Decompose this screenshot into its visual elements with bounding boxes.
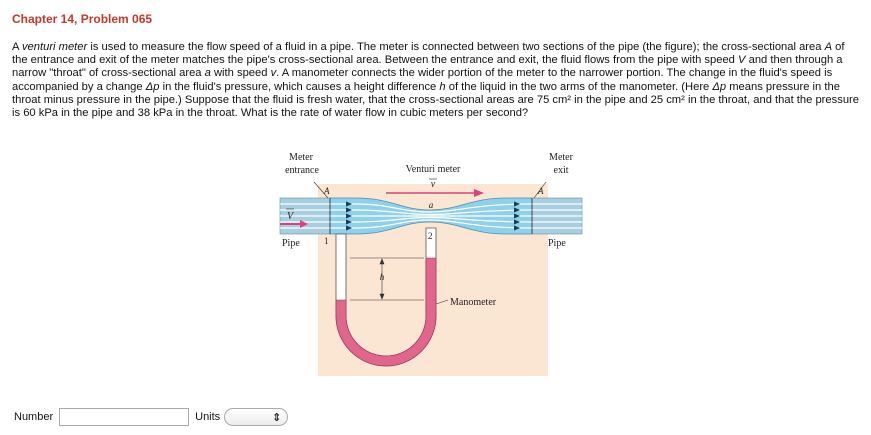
select-arrows-icon: ⇕ (271, 411, 282, 424)
answer-row: Number Units ⇕ (14, 407, 289, 427)
point-1-label: 1 (324, 236, 329, 246)
pipe-right-label: Pipe (548, 238, 566, 249)
area-a-right-pointer (533, 181, 547, 199)
manometer (335, 227, 437, 367)
area-A-left-label: A (323, 186, 330, 196)
units-select[interactable]: ⇕ (224, 408, 289, 426)
area-A-right-label: A (537, 186, 544, 196)
pipe-left-label: Pipe (282, 238, 300, 249)
meter-exit-label-1: Meter (549, 152, 574, 163)
venturi-diagram: Meter entrance Venturi meter Meter exit … (279, 152, 583, 376)
speed-v-label: v (431, 179, 436, 190)
area-a-left-pointer (313, 181, 329, 199)
point-2-label: 2 (428, 231, 433, 241)
venturi-figure: Meter entrance Venturi meter Meter exit … (276, 148, 586, 380)
flow-arrows (346, 201, 520, 231)
number-label: Number (14, 411, 54, 423)
speed-v-arrow (386, 189, 484, 197)
height-h-marker (350, 257, 424, 301)
meter-entrance-label-2: entrance (285, 165, 319, 176)
number-input[interactable] (59, 408, 190, 426)
units-label: Units (195, 411, 221, 423)
venturi-meter-label: Venturi meter (406, 164, 461, 175)
throat-area-label: a (429, 200, 434, 210)
height-h-label: h (380, 272, 385, 282)
speed-V-label: V (287, 211, 295, 222)
manometer-pointer (435, 299, 449, 305)
manometer-label: Manometer (450, 297, 497, 308)
problem-text: A venturi meter is used to measure the f… (12, 41, 859, 120)
meter-entrance-label-1: Meter (289, 152, 314, 163)
problem-title: Chapter 14, Problem 065 (12, 12, 153, 26)
meter-exit-label-2: exit (554, 165, 569, 176)
speed-V-arrow (280, 220, 308, 228)
